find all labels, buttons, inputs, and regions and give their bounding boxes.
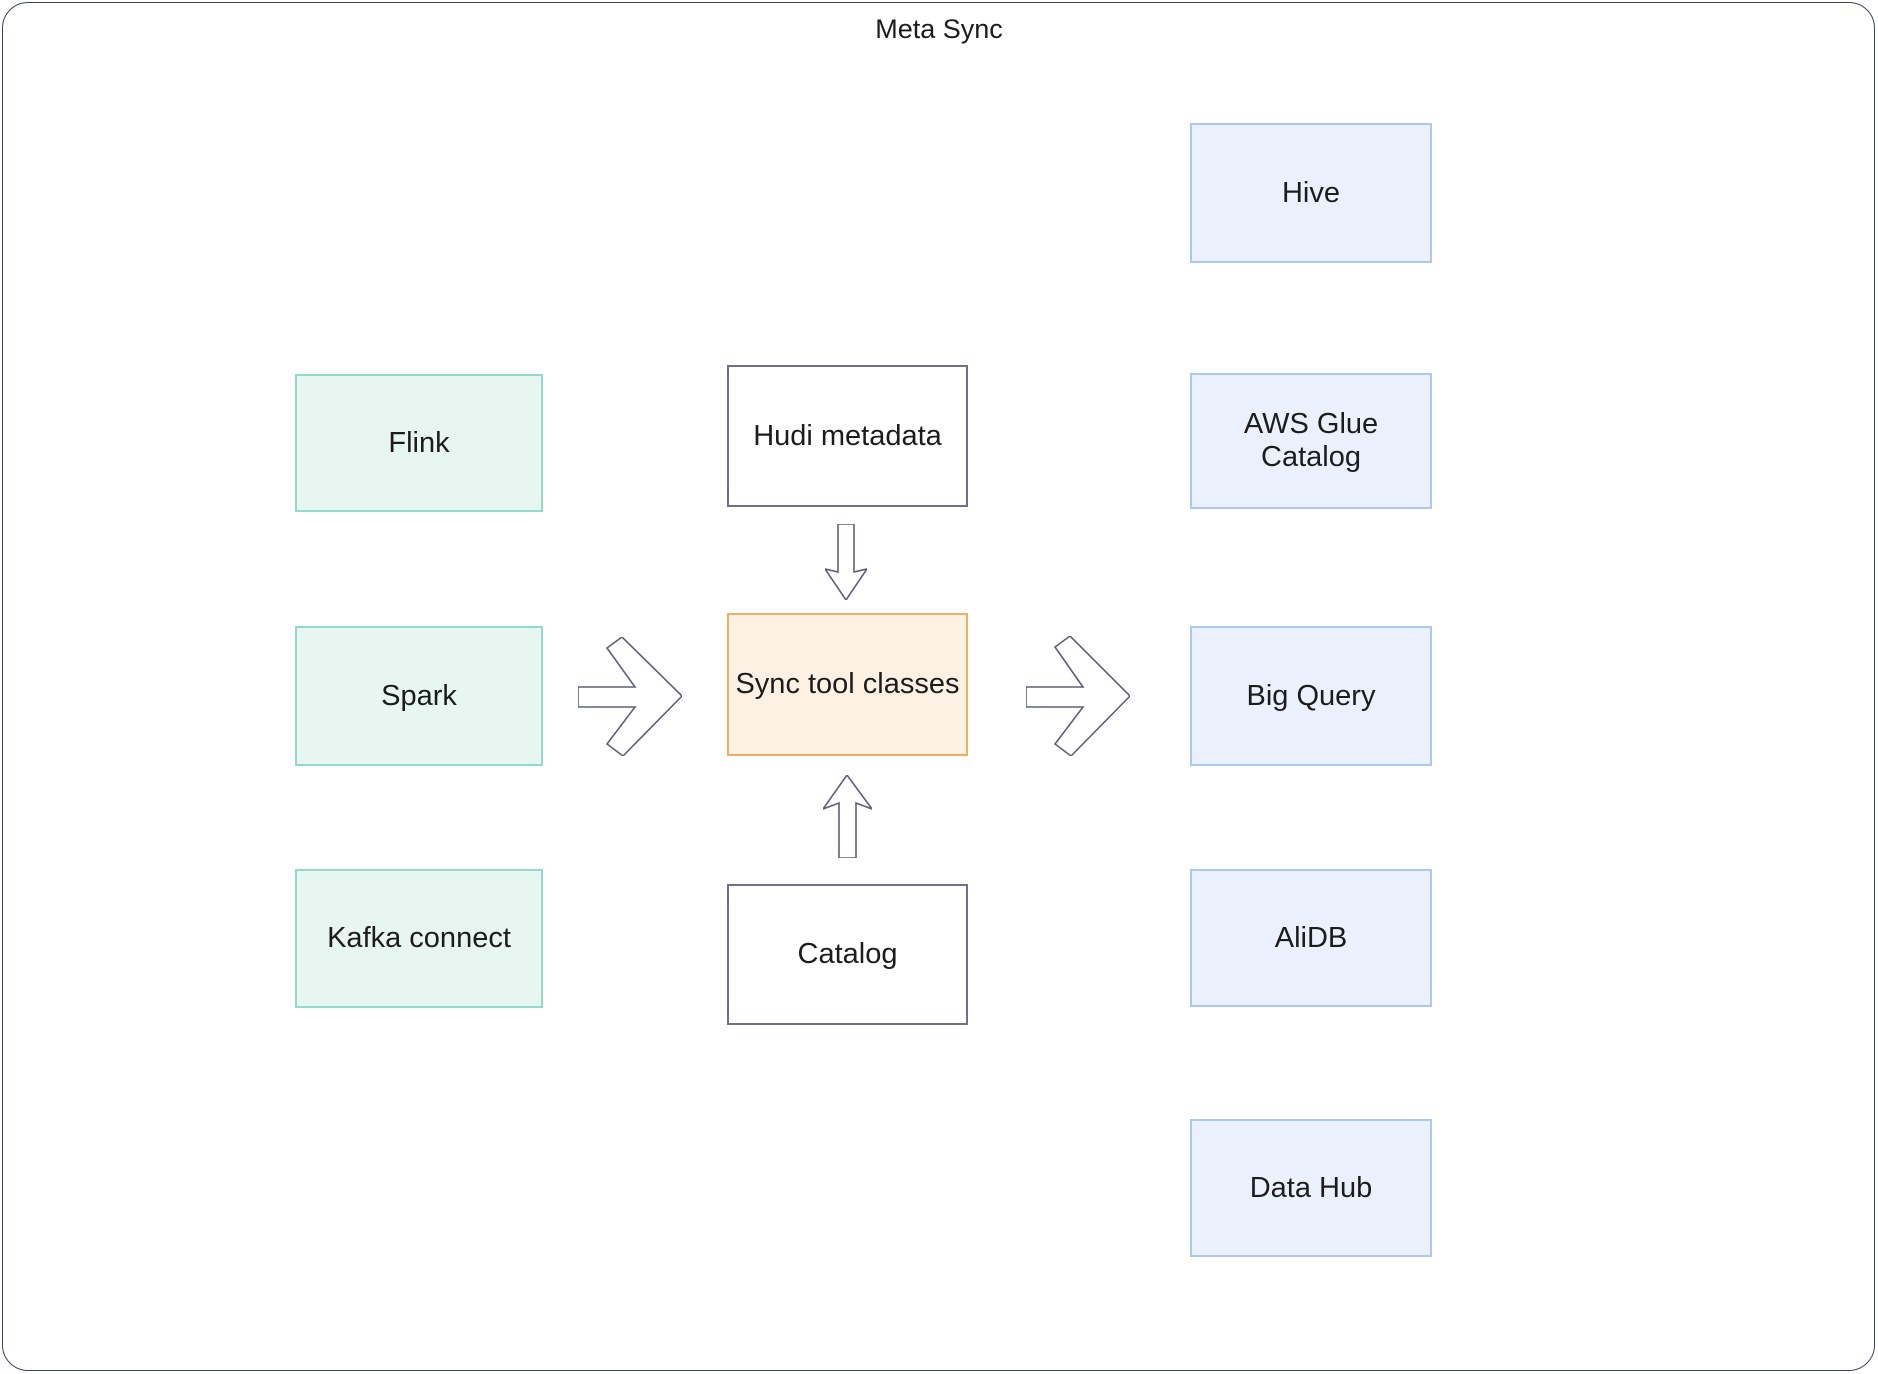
node-flink-label: Flink [388, 426, 450, 459]
arrow-right-icon [578, 637, 682, 756]
node-kafka-connect: Kafka connect [295, 869, 543, 1008]
node-hudi-metadata: Hudi metadata [727, 365, 968, 507]
node-alidb-label: AliDB [1274, 921, 1348, 954]
node-aws-glue-catalog-label: AWS Glue Catalog [1243, 408, 1379, 473]
node-hive-label: Hive [1281, 176, 1340, 209]
node-spark-label: Spark [381, 679, 457, 712]
node-spark: Spark [295, 626, 543, 766]
node-data-hub: Data Hub [1190, 1119, 1432, 1257]
node-flink: Flink [295, 374, 543, 512]
arrow-down-icon [825, 524, 867, 600]
node-data-hub-label: Data Hub [1249, 1171, 1373, 1204]
node-big-query-label: Big Query [1246, 679, 1376, 712]
arrow-right-icon [1026, 636, 1130, 756]
node-big-query: Big Query [1190, 626, 1432, 766]
node-alidb: AliDB [1190, 869, 1432, 1007]
node-hudi-metadata-label: Hudi metadata [753, 419, 942, 452]
arrow-up-icon [823, 775, 872, 858]
node-sync-tool-classes-label: Sync tool classes [735, 668, 960, 700]
node-catalog-label: Catalog [797, 938, 898, 970]
node-kafka-connect-label: Kafka connect [327, 922, 511, 954]
node-sync-tool-classes: Sync tool classes [727, 613, 968, 756]
node-aws-glue-catalog: AWS Glue Catalog [1190, 373, 1432, 509]
diagram-title: Meta Sync [875, 14, 1003, 44]
node-hive: Hive [1190, 123, 1432, 263]
node-catalog: Catalog [727, 884, 968, 1025]
